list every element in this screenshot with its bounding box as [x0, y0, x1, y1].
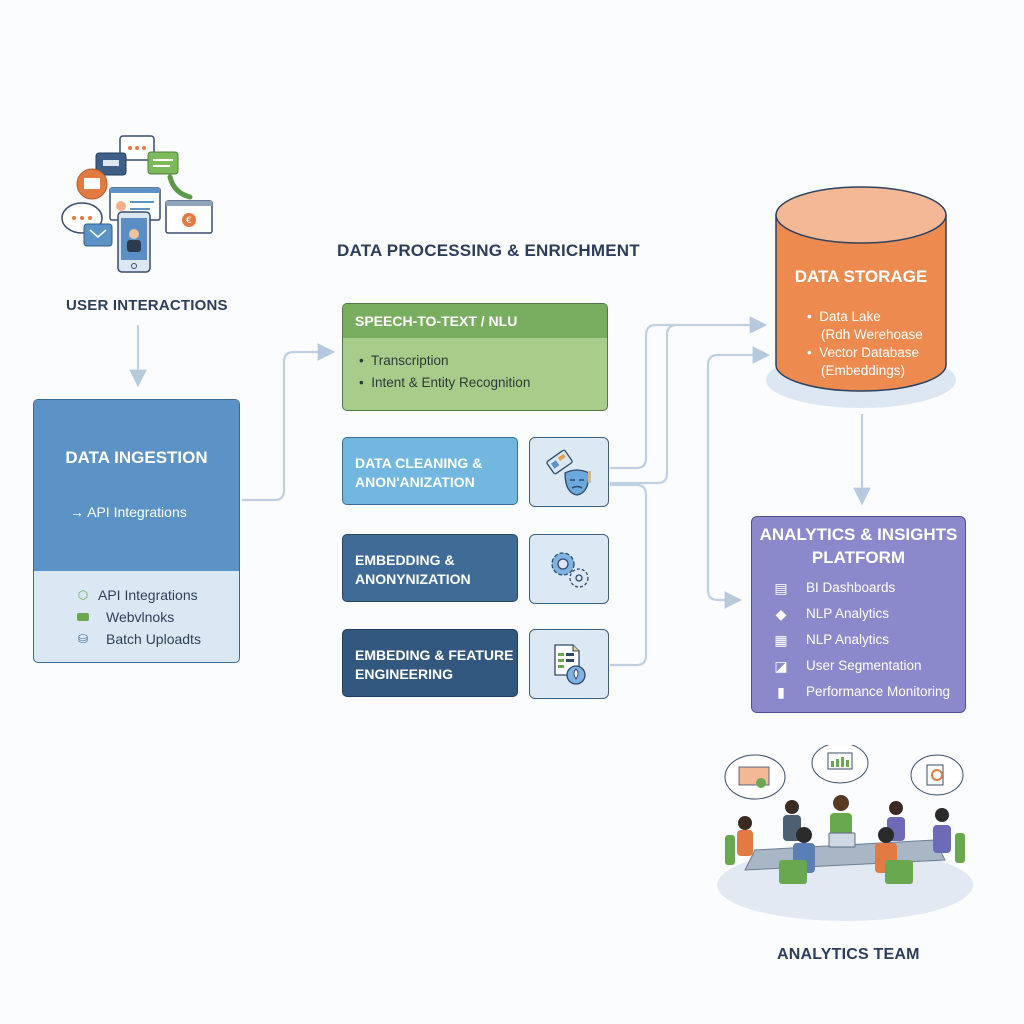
analytics-title-line1: ANALYTICS & INSIGHTS	[759, 525, 958, 544]
speech-to-text-list: • Transcription • Intent & Entity Recogn…	[343, 338, 607, 394]
list-item: ▦ NLP Analytics	[770, 627, 965, 653]
data-ingestion-box[interactable]: DATA INGESTION → API Integrations ⬡ API …	[33, 399, 240, 663]
list-item: ⛁ Batch Uploadts	[76, 628, 239, 650]
analytics-platform-box[interactable]: ANALYTICS & INSIGHTS PLATFORM ▤ BI Dashbo…	[751, 516, 966, 713]
team-meeting-illustration	[717, 742, 973, 921]
list-item: • Transcription	[359, 353, 449, 368]
data-ingestion-title: DATA INGESTION	[65, 448, 208, 467]
embedding-icon-box	[529, 534, 609, 604]
user-interactions-label: USER INTERACTIONS	[66, 297, 228, 314]
list-item: ▤ BI Dashboards	[770, 575, 965, 601]
list-item-label: (Rdh Werehoase	[821, 327, 923, 342]
list-item-label: Data Lake	[819, 309, 881, 324]
data-cleaning-line1: DATA CLEANING &	[355, 455, 483, 471]
list-item-label: NLP Analytics	[806, 606, 890, 621]
feature-engineering-box[interactable]: EMBEDING & FEATURE ENGINEERING	[342, 629, 518, 697]
list-item: (Embeddings)	[807, 362, 987, 380]
processing-title: DATA PROCESSING & ENRICHMENT	[337, 241, 640, 260]
analytics-title: ANALYTICS & INSIGHTS PLATFORM	[752, 523, 965, 569]
feature-engineering-icon-box	[529, 629, 609, 699]
list-item-label: Batch Uploadts	[106, 631, 201, 647]
list-item: • Intent & Entity Recognition	[359, 375, 531, 390]
data-ingestion-header: DATA INGESTION → API Integrations	[34, 400, 239, 571]
list-item-label: (Embeddings)	[821, 363, 906, 378]
api-ring-icon: ⬡	[77, 588, 89, 602]
list-item-label: Intent & Entity Recognition	[371, 375, 531, 390]
arrow-cleaning-to-storage-2	[610, 323, 678, 485]
anonymization-mask-icon	[546, 449, 591, 496]
list-item: ◪ User Segmentation	[770, 653, 965, 679]
arrow-ingestion-to-speech	[242, 343, 336, 502]
segmentation-chart-icon: ◪	[774, 658, 788, 674]
gears-icon	[551, 552, 589, 588]
list-item: • Vector Database	[807, 345, 920, 360]
list-item: ⬡ API Integrations	[76, 584, 239, 606]
list-item-label: Vector Database	[819, 345, 920, 360]
speech-to-text-title: SPEECH-TO-TEXT / NLU	[343, 304, 607, 338]
feature-engineering-line1: EMBEDING & FEATURE	[355, 647, 514, 663]
document-feature-icon	[554, 644, 586, 685]
arrow-cleaning-to-storage-1	[610, 316, 768, 470]
bar-chart-icon: ▮	[777, 684, 785, 700]
webhook-chat-icon	[76, 606, 90, 628]
embedding-box[interactable]: EMBEDDING & ANONYNIZATION	[342, 534, 518, 602]
data-cleaning-line2: ANON'ANIZATION	[355, 474, 475, 490]
embedding-line2: ANONYNIZATION	[355, 571, 471, 587]
user-interactions-illustration: €	[58, 132, 218, 277]
data-storage-title: DATA STORAGE	[794, 267, 928, 286]
list-item-label: User Segmentation	[806, 658, 922, 673]
arrow-feature-branch	[610, 483, 648, 667]
analytics-list: ▤ BI Dashboards ◆ NLP Analytics ▦ NLP Analy…	[770, 575, 965, 705]
speech-to-text-box[interactable]: SPEECH-TO-TEXT / NLU • Transcription • I…	[342, 303, 608, 411]
analytics-team-illustration	[715, 742, 975, 925]
list-item-label: Performance Monitoring	[806, 684, 951, 699]
list-item-label: API Integrations	[98, 587, 198, 603]
batch-upload-icon: ⛁	[77, 632, 89, 646]
plug-icon: ◆	[775, 606, 787, 622]
database-cylinder-icon	[766, 186, 956, 408]
data-ingestion-subtitle: → API Integrations	[70, 504, 187, 520]
data-ingestion-list: ⬡ API Integrations Webvlnoks ⛁ Batch Upl…	[34, 571, 239, 650]
arrow-to-analytics	[706, 589, 743, 609]
analytics-team-label: ANALYTICS TEAM	[777, 946, 920, 963]
list-item: ◆ NLP Analytics	[770, 601, 965, 627]
nlp-report-icon: ▦	[774, 632, 788, 648]
list-item: Webvlnoks	[76, 606, 239, 628]
data-cleaning-box[interactable]: DATA CLEANING & ANON'ANIZATION	[342, 437, 518, 505]
list-item-label: Webvlnoks	[106, 609, 175, 625]
list-item-label: NLP Analytics	[806, 632, 890, 647]
data-cleaning-icon-box	[529, 437, 609, 507]
list-item-label: Transcription	[370, 353, 449, 368]
list-item: (Rdh Werehoase	[807, 326, 987, 344]
embedding-line1: EMBEDDING &	[355, 552, 455, 568]
data-storage-cylinder[interactable]: DATA STORAGE • Data Lake (Rdh Werehoase …	[766, 185, 956, 408]
svg-text:€: €	[186, 216, 192, 226]
dashboard-icon: ▤	[774, 580, 788, 596]
list-item: • Data Lake	[807, 309, 881, 324]
communication-channels-icon: €	[61, 135, 213, 273]
list-item-label: BI Dashboards	[806, 580, 896, 595]
list-item: ▮ Performance Monitoring	[770, 679, 965, 705]
analytics-title-line2: PLATFORM	[811, 548, 906, 567]
feature-engineering-line2: ENGINEERING	[355, 666, 454, 682]
data-storage-list: • Data Lake (Rdh Werehoase • Vector Data…	[807, 308, 987, 380]
